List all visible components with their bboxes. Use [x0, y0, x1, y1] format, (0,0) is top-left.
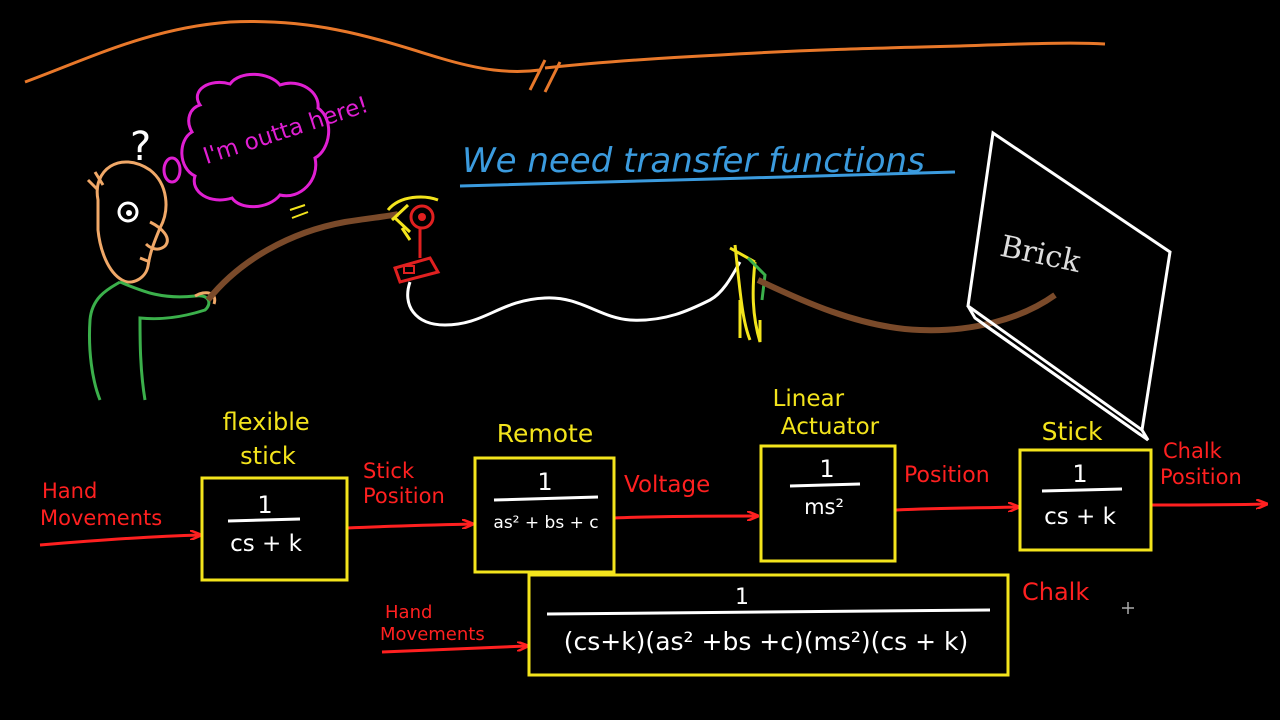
signal-hand-movements-2: Hand Movements: [380, 602, 485, 645]
title-underline: [459, 170, 956, 188]
actuator-drawing: [729, 244, 767, 343]
block-remote: 1 as² + bs + c: [473, 456, 616, 574]
block-label-remote: Remote: [497, 419, 593, 448]
thought-bubble: I'm outta here!: [162, 72, 372, 209]
block-combined: 1 (cs+k)(as² +bs +c)(ms²)(cs + k): [527, 573, 1010, 677]
block-label-linear-actuator: Linear Actuator: [773, 386, 880, 440]
block-numerator: 1: [257, 491, 272, 519]
signal-stick-position: Stick Position: [363, 459, 445, 508]
signal-chalk: Chalk: [1022, 578, 1089, 606]
cable-drawing: [406, 261, 742, 327]
block-label-stick: Stick: [1042, 417, 1103, 446]
signal-hand-movements: Hand Movements: [40, 479, 162, 530]
block-stick: 1 cs + k: [1018, 448, 1153, 552]
block-denominator: as² + bs + c: [493, 513, 598, 533]
block-denominator: ms²: [804, 495, 844, 519]
board-stick-drawing: [756, 277, 1057, 334]
flexible-stick-drawing: [205, 211, 399, 302]
block-numerator: 1: [1072, 460, 1087, 488]
block-linear-actuator: 1 ms²: [759, 444, 897, 563]
question-mark: ?: [130, 124, 151, 170]
block-numerator: 1: [537, 468, 552, 496]
block-denominator: cs + k: [230, 531, 303, 557]
block-denominator: cs + k: [1044, 504, 1117, 530]
wave-line: [24, 20, 1106, 93]
block-label-flexible-stick: flexible stick: [223, 408, 318, 470]
signal-chalk-position: Chalk Position: [1160, 439, 1242, 489]
signal-arrows: [39, 504, 1266, 654]
signal-voltage: Voltage: [624, 472, 710, 498]
remote-drawing: [386, 195, 441, 284]
block-numerator: 1: [819, 455, 834, 483]
signal-position: Position: [904, 463, 990, 488]
person-figure: [86, 160, 217, 401]
board-label: Brick: [997, 229, 1084, 280]
combined-denominator: (cs+k)(as² +bs +c)(ms²)(cs + k): [564, 627, 969, 656]
thought-bubble-text: I'm outta here!: [200, 92, 372, 170]
combined-numerator: 1: [735, 585, 749, 610]
board-drawing: Brick: [966, 130, 1172, 442]
cursor-icon: [1122, 602, 1134, 614]
block-flexible-stick: 1 cs + k: [200, 476, 349, 582]
